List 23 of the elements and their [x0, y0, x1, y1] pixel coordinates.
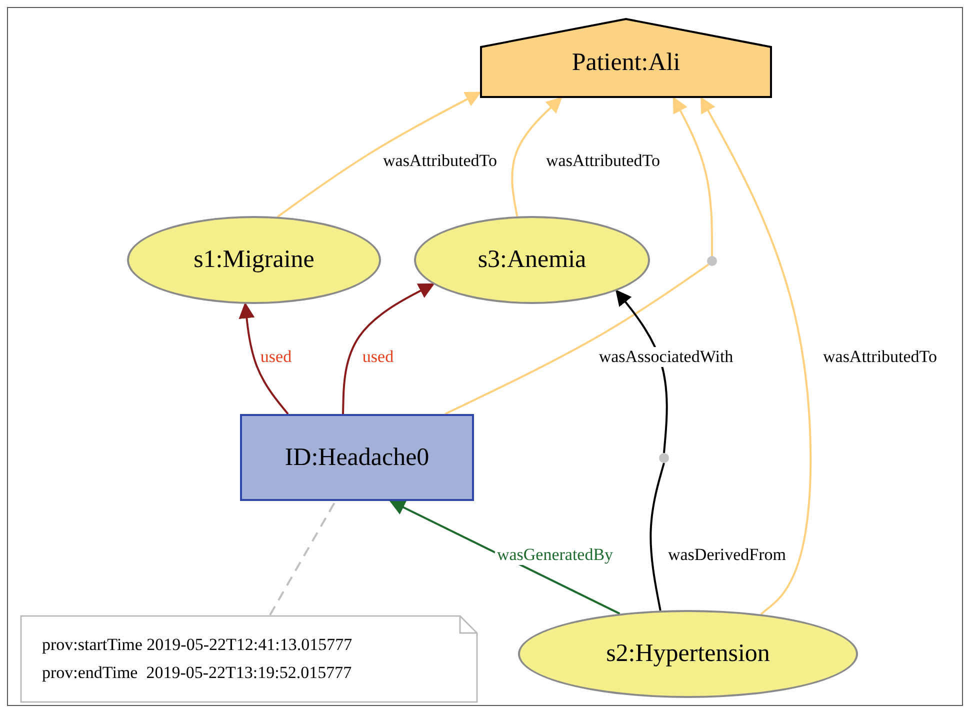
arrow: [672, 96, 713, 256]
arrow: [615, 289, 668, 454]
node-label: s3:Anemia: [478, 246, 586, 274]
note-text: prov:endTime 2019-05-22T13:19:52.015777: [42, 662, 352, 684]
arrow: [277, 92, 482, 218]
arrow: [238, 302, 289, 415]
junction-dot: [707, 256, 717, 266]
node-label: s1:Migraine: [194, 246, 314, 274]
arrow: [511, 96, 562, 217]
activity-box: [240, 414, 474, 501]
edge-label: wasGeneratedBy: [494, 545, 616, 565]
dashed-connector: [269, 500, 336, 616]
node-label: ID:Headache0: [284, 444, 430, 472]
junction-dot: [659, 453, 669, 463]
note-text: prov:startTime 2019-05-22T12:41:13.015777: [42, 634, 352, 656]
edge-label: wasAssociatedWith: [596, 347, 736, 367]
agent-house-shape: [480, 18, 772, 98]
node-label: Patient:Ali: [572, 49, 680, 77]
node-label: s2:Hypertension: [606, 640, 770, 668]
arrow: [700, 96, 812, 616]
arrow: [342, 283, 435, 414]
arrow: [389, 500, 620, 615]
note-box: [20, 615, 478, 703]
